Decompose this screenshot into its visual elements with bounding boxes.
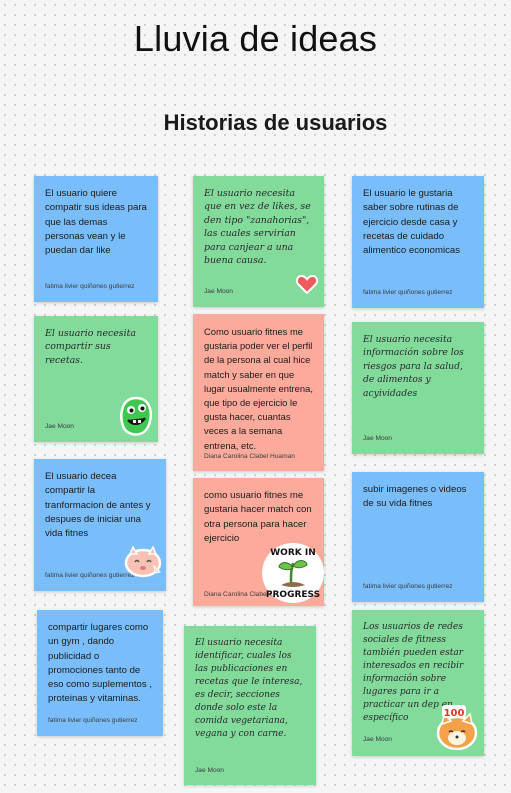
sticky-note[interactable]: subir imagenes o videos de su vida fitne… bbox=[352, 472, 484, 602]
work-in-progress-sticker: WORK IN PROGRESS bbox=[261, 541, 325, 605]
note-author: Jae Moon bbox=[195, 767, 224, 774]
note-author: fatima livier quiñones gutierrez bbox=[45, 572, 135, 579]
note-author: Jae Moon bbox=[363, 736, 392, 743]
note-author: Jae Moon bbox=[204, 288, 233, 295]
fox-100-sticker: 100 bbox=[436, 704, 478, 751]
sticky-note[interactable]: El usuario necesita compartir sus receta… bbox=[34, 316, 158, 442]
green-monster-sticker bbox=[118, 396, 154, 436]
section-title: Historias de usuarios bbox=[163, 110, 388, 135]
note-author: fatima livier quiñones gutierrez bbox=[363, 289, 453, 296]
heart-icon bbox=[295, 274, 319, 295]
note-author: Diana Carolina Clabel Huaman bbox=[204, 591, 295, 598]
wip-line1: WORK IN bbox=[270, 548, 316, 558]
sticky-note[interactable]: El usuario decea compartir la tranformac… bbox=[34, 459, 166, 591]
note-text: subir imagenes o videos de su vida fitne… bbox=[363, 484, 467, 510]
note-text: El usuario necesita información sobre lo… bbox=[363, 334, 464, 399]
note-text: El usuario necesita que en vez de likes,… bbox=[204, 188, 311, 267]
note-text: El usuario decea compartir la tranformac… bbox=[45, 471, 151, 540]
note-text: compartir lugares como un gym , dando pu… bbox=[48, 622, 152, 705]
note-text: El usuario le gustaria saber sobre rutin… bbox=[363, 188, 461, 257]
sticky-note[interactable]: compartir lugares como un gym , dando pu… bbox=[37, 610, 163, 736]
sticky-note[interactable]: El usuario le gustaria saber sobre rutin… bbox=[352, 176, 484, 308]
note-author: fatima livier quiñones gutierrez bbox=[363, 583, 453, 590]
score-label: 100 bbox=[444, 708, 465, 719]
note-author: Jae Moon bbox=[45, 423, 74, 430]
wip-line2: PROGRESS bbox=[266, 590, 320, 600]
board-title: Lluvia de ideas bbox=[133, 18, 378, 59]
note-text: como usuario fitnes me gustaria hacer ma… bbox=[204, 490, 312, 544]
note-text: Los usuarios de redes sociales de fitnes… bbox=[363, 622, 464, 723]
note-text: El usuario necesita identificar, cuales … bbox=[195, 638, 303, 739]
sticky-note[interactable]: El usuario necesita identificar, cuales … bbox=[184, 626, 316, 785]
note-author: fatima livier quiñones gutierrez bbox=[45, 283, 135, 290]
sticky-note[interactable]: El usuario necesita que en vez de likes,… bbox=[193, 176, 324, 307]
cat-sticker bbox=[124, 545, 162, 578]
note-text: El usuario necesita compartir sus receta… bbox=[45, 328, 136, 366]
note-text: Como usuario fitnes me gustaria poder ve… bbox=[204, 326, 313, 451]
sticky-note[interactable]: El usuario quiere compatir sus ideas par… bbox=[34, 176, 158, 302]
note-author: fatima livier quiñones gutierrez bbox=[48, 717, 138, 724]
sticky-note[interactable]: Los usuarios de redes sociales de fitnes… bbox=[352, 610, 484, 756]
sticky-note[interactable]: Como usuario fitnes me gustaria poder ve… bbox=[193, 314, 324, 471]
note-author: Diana Carolina Clabel Huaman bbox=[204, 453, 295, 460]
note-text: El usuario quiere compatir sus ideas par… bbox=[45, 188, 147, 257]
sticky-note[interactable]: El usuario necesita información sobre lo… bbox=[352, 322, 484, 454]
note-author: Jae Moon bbox=[363, 435, 392, 442]
